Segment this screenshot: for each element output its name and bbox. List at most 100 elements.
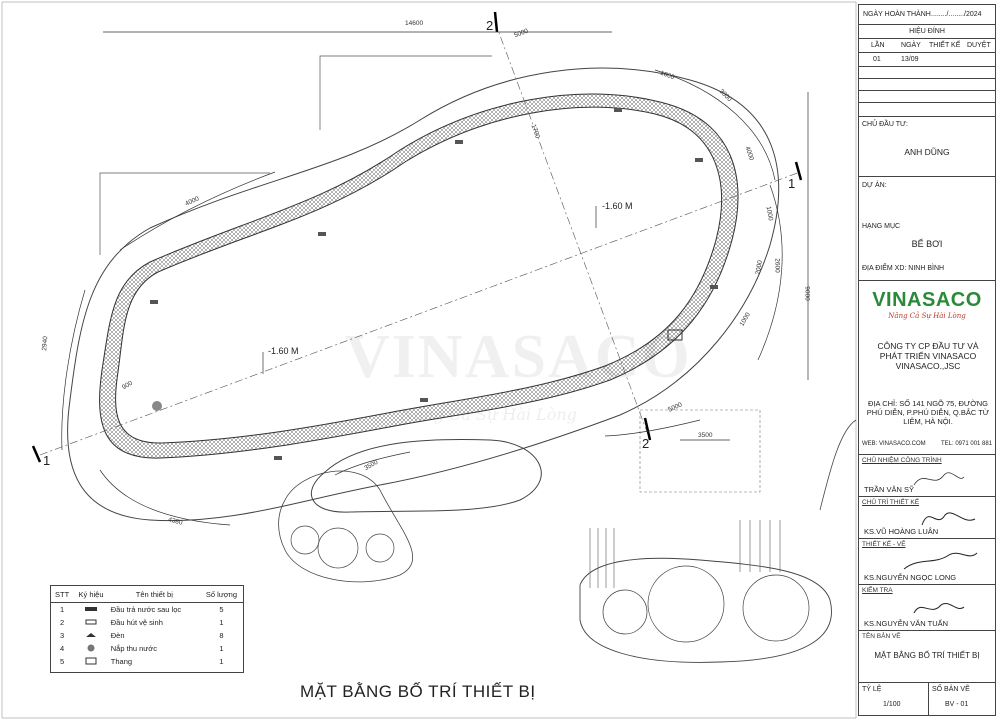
rev-col: DUYỆT — [967, 42, 991, 49]
role-name: TRẦN VĂN SỸ — [864, 485, 915, 494]
company-web: WEB: VINASACO.COM — [862, 441, 926, 447]
signature — [903, 552, 978, 570]
revision-row: 01 13/09 — [859, 53, 995, 67]
rev-col: THIẾT KẾ — [929, 42, 961, 49]
dimension-label: 3500 — [698, 432, 713, 439]
role-label: CHỦ TRÌ THIẾT KẾ — [862, 499, 920, 506]
revision-header: HIỆU ĐÍNH — [859, 25, 995, 39]
dimension-label: 14600 — [405, 20, 424, 27]
dimension-label: 2940 — [41, 335, 50, 352]
company-section: VINASACO Nâng Cả Sự Hài Lòng CÔNG TY CP … — [859, 281, 995, 455]
legend-no: 4 — [60, 644, 65, 653]
legend-row: 1 Đầu trả nước sau lọc 5 — [51, 603, 243, 617]
section-mark: 2 — [642, 436, 650, 451]
legend-qty: 1 — [219, 618, 224, 627]
role-label: THIẾT KẾ - VẼ — [862, 541, 906, 548]
pool-light-icon — [73, 629, 109, 642]
legend-header: STT — [51, 586, 74, 603]
drawing-name-label: TÊN BẢN VẼ — [862, 633, 901, 640]
pool-light-icon — [710, 285, 718, 289]
legend-no: 3 — [60, 631, 65, 640]
legend-no: 2 — [60, 618, 65, 627]
dimension-label: 9000 — [803, 286, 811, 301]
sheet-label: SỐ BẢN VẼ — [932, 686, 970, 693]
legend-header: Số lượng — [199, 586, 243, 603]
pool-light-icon — [420, 398, 428, 402]
sheet-title: MẶT BẰNG BỐ TRÍ THIẾT BỊ — [300, 682, 536, 701]
role-label: KIỂM TRA — [862, 587, 893, 594]
section-line-1 — [39, 171, 801, 456]
main-drain-icon — [152, 401, 162, 411]
legend-qty: 8 — [219, 631, 224, 640]
section-mark: 2 — [486, 18, 494, 33]
pool-plan-drawing — [1, 1, 857, 719]
section-line-2 — [494, 21, 651, 441]
steps — [589, 520, 781, 588]
sheet-cell: SỐ BẢN VẼ BV - 01 — [929, 683, 995, 715]
main-drain-icon — [73, 642, 109, 655]
owner-value: ANH DŨNG — [904, 147, 950, 157]
legend-no: 1 — [60, 605, 65, 614]
legend-name: Thang — [110, 657, 133, 666]
company-tel: TEL: 0971 001 881 — [941, 441, 993, 447]
scale-label: TỶ LỆ — [862, 686, 882, 693]
role-name: KS.NGUYỄN VĂN TUẤN — [864, 619, 949, 628]
pool-lights — [150, 108, 718, 460]
return-nozzle-icon — [73, 603, 109, 617]
ladder-icon — [667, 329, 683, 341]
section-mark: 1 — [788, 176, 796, 191]
logo-wordmark: VINASACO — [872, 289, 982, 311]
role-name: KS.VŨ HOÀNG LUÂN — [864, 527, 939, 536]
scale-value: 1/100 — [883, 701, 901, 708]
rev-cell: 13/09 — [901, 56, 919, 63]
pool-light-icon — [318, 232, 326, 236]
company-address: ĐỊA CHỈ: SỐ 141 NGÕ 75, ĐƯỜNG PHÚ DIỄN, … — [866, 399, 990, 426]
pool-light-icon — [455, 140, 463, 144]
dimension-label: 2600 — [773, 258, 781, 273]
pool-light-icon — [695, 158, 703, 162]
drawing-name: MẶT BẰNG BỐ TRÍ THIẾT BỊ — [874, 651, 980, 660]
location-label: ĐỊA ĐIỂM XD: NINH BÌNH — [862, 265, 945, 272]
rev-col: NGÀY — [901, 42, 921, 49]
completion-label: NGÀY HOÀN THÀNH — [863, 11, 931, 18]
legend-qty: 1 — [219, 644, 224, 653]
legend-header: Tên thiết bị — [108, 586, 200, 603]
signature — [913, 472, 965, 486]
role-name: KS.NGUYỄN NGỌC LONG — [864, 573, 957, 582]
role-row: KIỂM TRA KS.NGUYỄN VĂN TUẤN — [859, 585, 995, 631]
drawing-name-section: TÊN BẢN VẼ MẶT BẰNG BỐ TRÍ THIẾT BỊ — [859, 631, 995, 683]
pool-water — [115, 106, 722, 444]
company-name: CÔNG TY CP ĐẦU TƯ VÀ PHÁT TRIỂN VINASACO… — [877, 341, 979, 371]
deck-outline — [639, 409, 761, 493]
role-row: CHỦ TRÌ THIẾT KẾ KS.VŨ HOÀNG LUÂN — [859, 497, 995, 539]
role-row: CHỦ NHIỆM CÔNG TRÌNH TRẦN VĂN SỸ — [859, 455, 995, 497]
dimension-lines — [61, 31, 809, 526]
role-row: THIẾT KẾ - VẼ KS.NGUYỄN NGỌC LONG — [859, 539, 995, 585]
completion-value: ......../......../2024 — [931, 11, 982, 18]
ladder-icon — [73, 655, 109, 668]
legend-row: 4 Nắp thu nước 1 — [51, 642, 243, 655]
pool-deck-edge — [67, 67, 780, 522]
item-value: BỂ BƠI — [911, 239, 943, 249]
sheet-value: BV - 01 — [945, 701, 969, 708]
legend-qty: 1 — [219, 657, 224, 666]
vacuum-inlet-icon — [73, 616, 109, 629]
section-mark: 1 — [43, 453, 51, 468]
legend-name: Nắp thu nước — [110, 644, 157, 653]
revision-columns: LẦN NGÀY THIẾT KẾ DUYỆT — [859, 39, 995, 53]
owner-section: CHỦ ĐẦU TƯ: ANH DŨNG — [859, 117, 995, 177]
depth-label: -1.60 M — [602, 201, 633, 211]
legend-no: 5 — [60, 657, 65, 666]
pool-light-icon — [150, 300, 158, 304]
completion-row: NGÀY HOÀN THÀNH ......../......../2024 — [859, 5, 995, 25]
legend-header: Ký hiệu — [73, 586, 109, 603]
rev-col: LẦN — [871, 42, 885, 49]
legend-qty: 5 — [219, 605, 224, 614]
garden-bed — [579, 557, 832, 663]
legend-name: Đầu hút vệ sinh — [110, 618, 163, 627]
title-block: NGÀY HOÀN THÀNH ......../......../2024 H… — [858, 4, 996, 716]
legend-name: Đầu trả nước sau lọc — [110, 605, 182, 614]
project-section: DỰ ÁN: HẠNG MỤC BỂ BƠI ĐỊA ĐIỂM XD: NINH… — [859, 177, 995, 281]
logo-tagline: Nâng Cả Sự Hài Lòng — [888, 312, 966, 320]
legend-row: 2 Đầu hút vệ sinh 1 — [51, 616, 243, 629]
